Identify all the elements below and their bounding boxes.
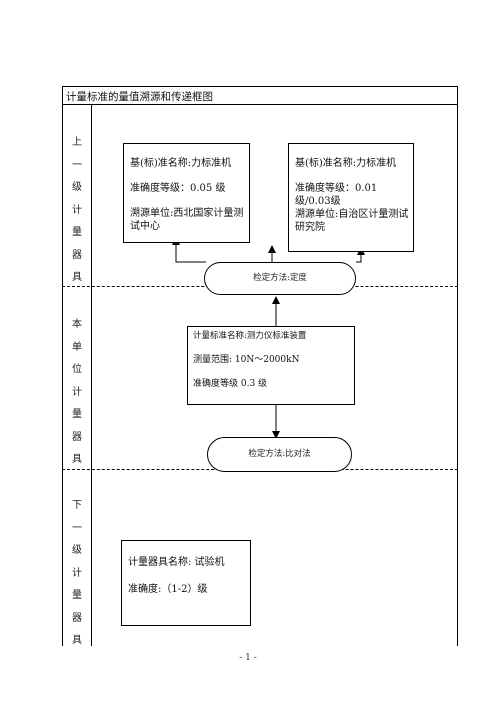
page-title: 计量标准的量值溯源和传递框图 — [66, 91, 213, 103]
frame-title-divider — [62, 104, 458, 105]
upper-left-standard-name: 基(标)准名称:力标准机 — [130, 158, 232, 169]
instrument-accuracy: 准确度:（1-2）级 — [128, 584, 208, 595]
current-level-char: 本 — [72, 319, 82, 330]
upper-level-char: 计 — [72, 204, 82, 216]
label-column-divider — [91, 104, 92, 646]
upper-left-standard-box: 基(标)准名称:力标准机 准确度等级：0.05 级 溯源单位:西北国家计量测试中… — [123, 143, 250, 243]
lower-level-char: 器 — [72, 612, 82, 624]
page-number: - 1 - — [239, 653, 257, 663]
instrument-name: 计量器具名称: 试验机 — [128, 557, 225, 568]
upper-left-traceability-unit: 溯源单位:西北国家计量测试中心 — [130, 208, 244, 232]
upper-right-accuracy: 准确度等级：0.01 级/0.03级 — [295, 183, 378, 207]
upper-level-char: 一 — [72, 159, 82, 171]
frame-right-border — [457, 86, 458, 646]
lower-level-char: 计 — [72, 567, 82, 579]
frame-top-border — [62, 86, 458, 87]
verification-method-top: 检定方法:定度 — [204, 262, 356, 295]
upper-level-char: 上 — [72, 137, 82, 148]
current-level-char: 量 — [72, 409, 82, 420]
lower-level-char: 具 — [72, 635, 82, 646]
upper-right-standard-name: 基(标)准名称:力标准机 — [295, 158, 397, 169]
upper-left-accuracy: 准确度等级：0.05 级 — [130, 183, 226, 194]
lower-level-char: 量 — [72, 590, 82, 601]
upper-level-char: 级 — [72, 182, 82, 193]
upper-level-char: 具 — [72, 272, 82, 283]
measurement-range: 测量范围: 10N～2000kN — [193, 355, 300, 365]
verification-method-bottom: 检定方法:比对法 — [207, 437, 352, 472]
connector-to-upper-left — [172, 237, 206, 263]
lower-level-char: 下 — [72, 500, 82, 511]
lower-instrument-box: 计量器具名称: 试验机 准确度:（1-2）级 — [121, 540, 251, 626]
current-level-char: 器 — [72, 431, 82, 443]
current-level-char: 计 — [72, 386, 82, 398]
upper-level-char: 量 — [72, 227, 82, 238]
upper-level-label: 上 一 级 计 量 器 具 — [67, 132, 87, 290]
standard-name: 计量标准名称:测力仪标准装置 — [193, 331, 307, 341]
frame-left-border — [62, 86, 63, 646]
lower-level-char: 级 — [72, 545, 82, 556]
standard-accuracy: 准确度等级 0.3 级 — [193, 379, 268, 389]
lower-level-char: 一 — [72, 522, 82, 534]
current-level-char: 单 — [72, 341, 82, 353]
upper-right-standard-box: 基(标)准名称:力标准机 准确度等级：0.01 级/0.03级 溯源单位:自治区… — [288, 143, 414, 252]
current-level-char: 具 — [72, 454, 82, 465]
connector-to-upper-right — [356, 247, 365, 263]
current-level-char: 位 — [72, 364, 82, 375]
upper-level-char: 器 — [72, 249, 82, 261]
lower-level-label: 下 一 级 计 量 器 具 — [67, 495, 87, 653]
current-level-label: 本 单 位 计 量 器 具 — [67, 314, 87, 472]
upper-right-traceability-unit: 溯源单位:自治区计量测试研究院 — [295, 209, 409, 233]
measurement-standard-box: 计量标准名称:测力仪标准装置 测量范围: 10N～2000kN 准确度等级 0.… — [187, 326, 355, 405]
